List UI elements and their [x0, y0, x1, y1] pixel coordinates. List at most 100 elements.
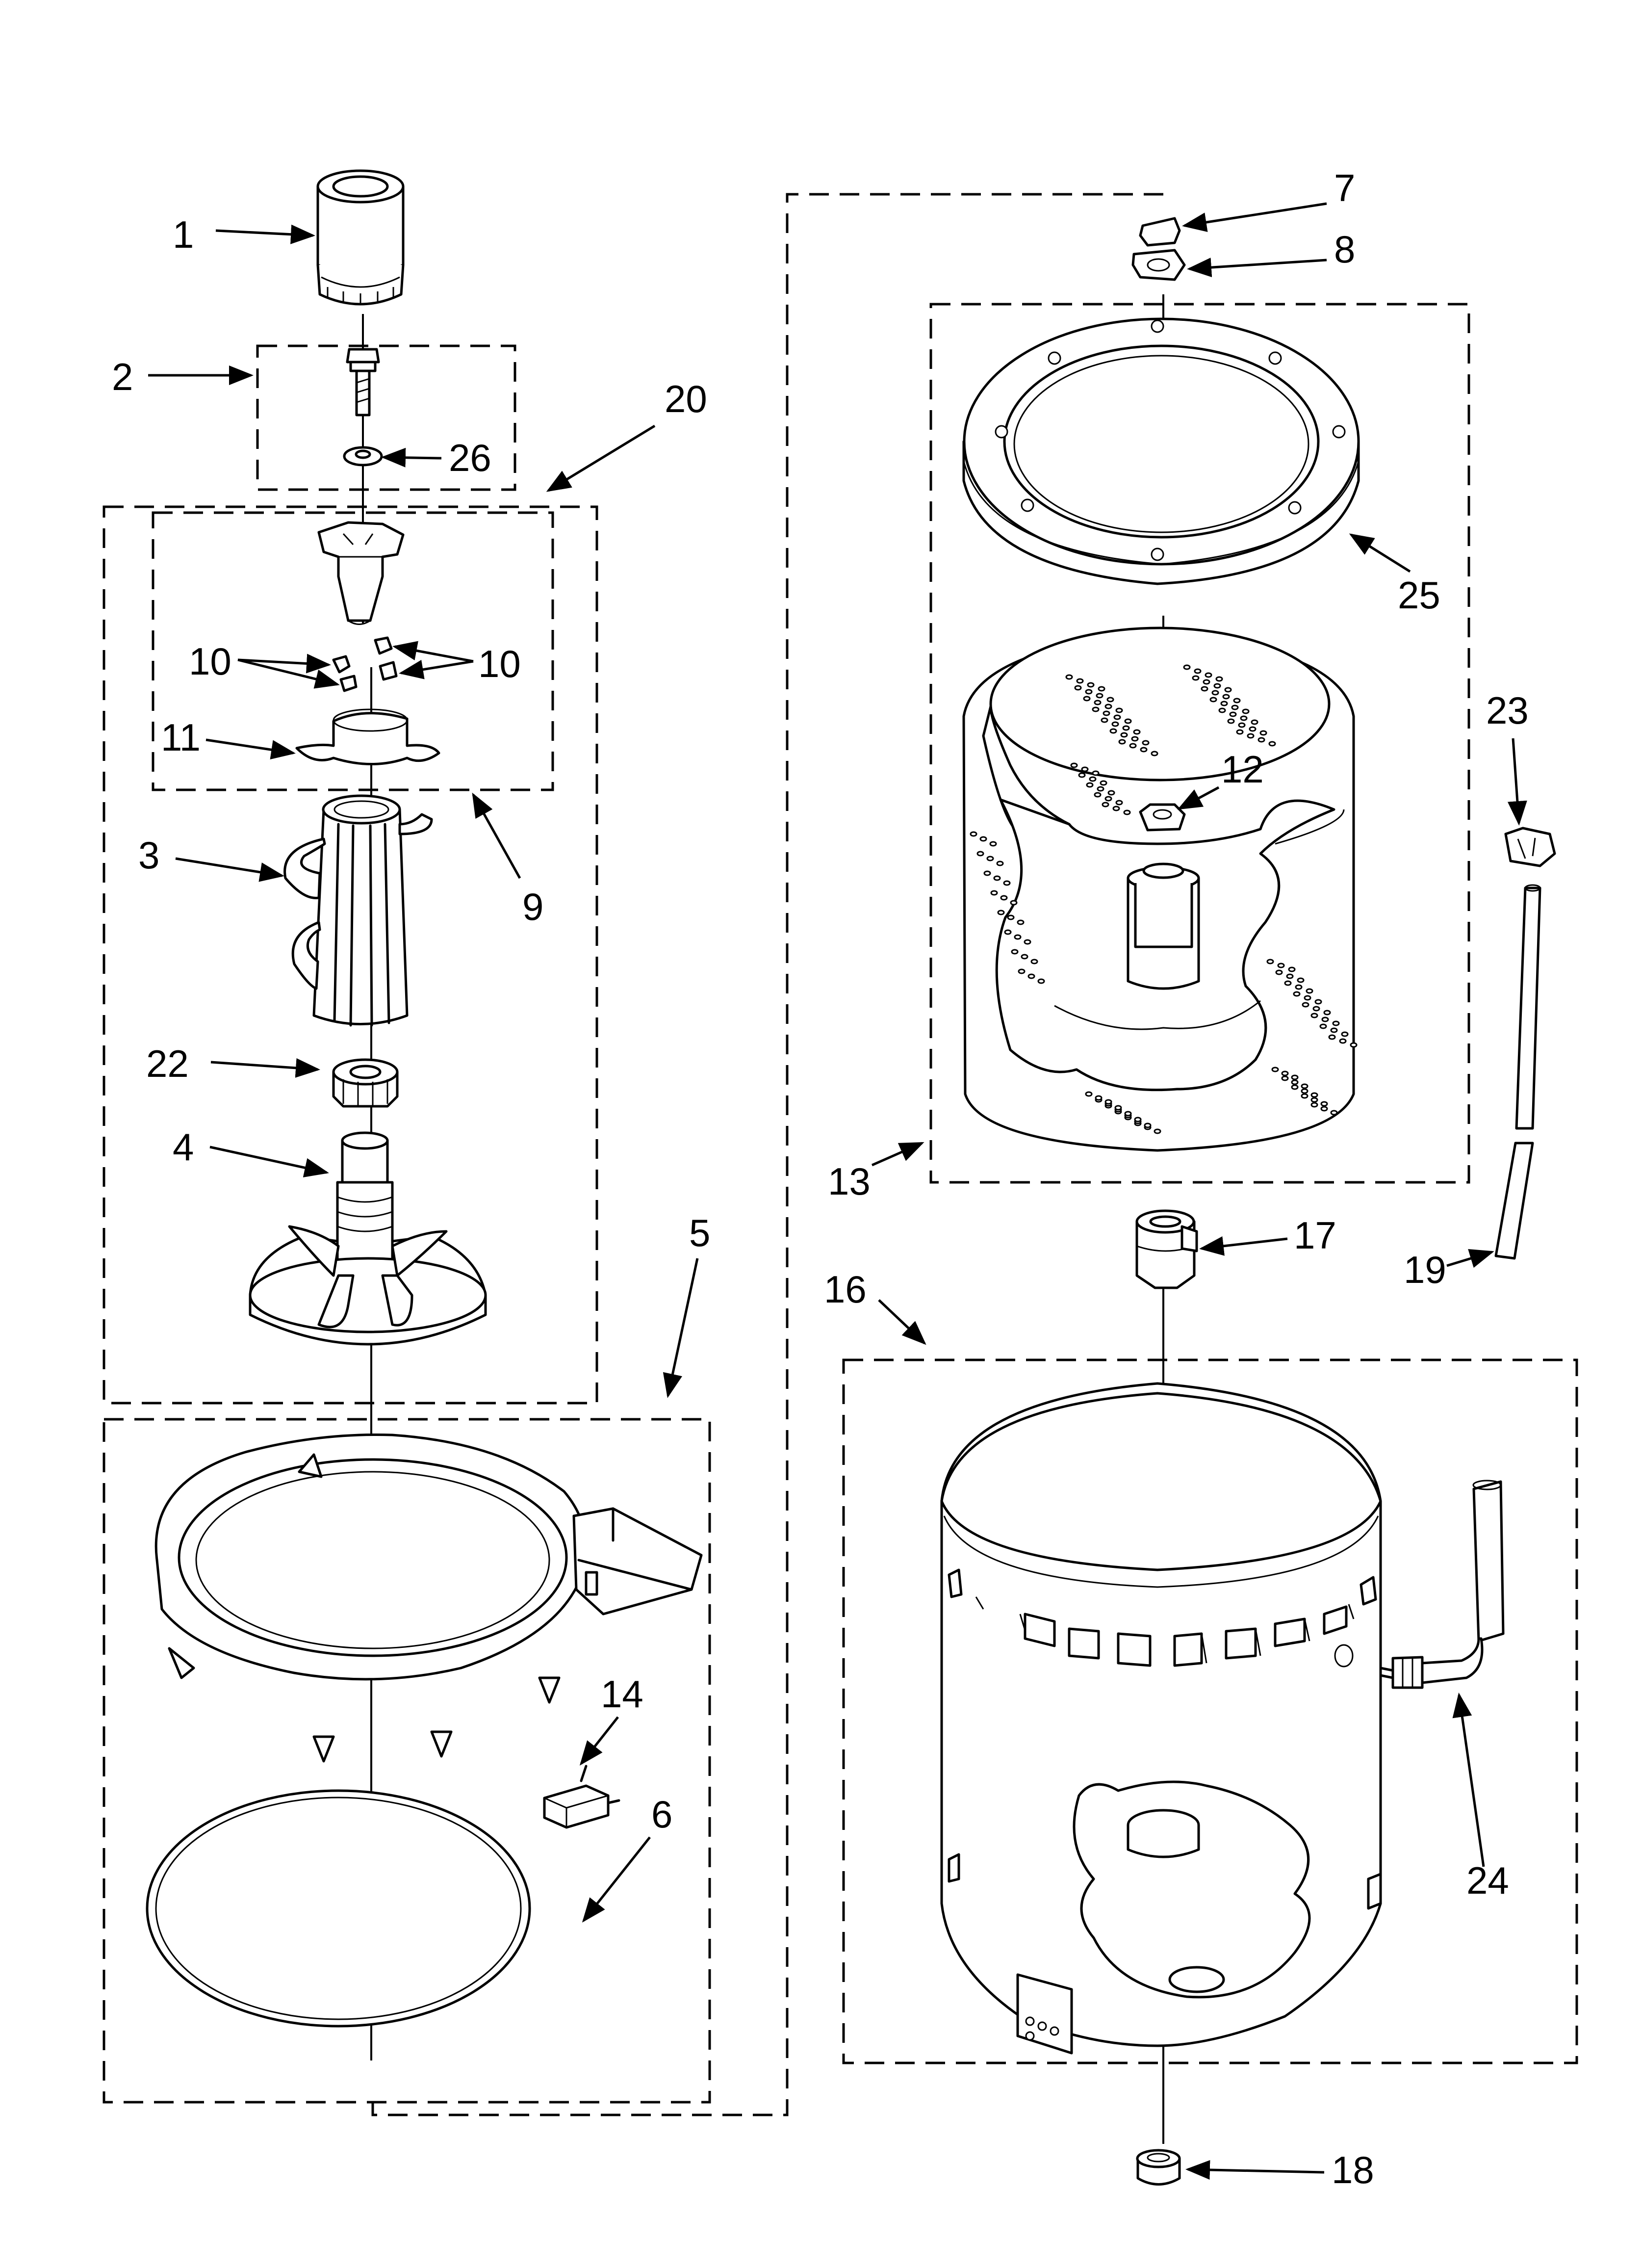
perforation-hole: [1134, 1117, 1142, 1122]
perforation-hole: [1115, 707, 1123, 713]
perforation-hole: [1140, 747, 1148, 753]
perforation-hole: [1101, 717, 1108, 723]
callout-label: 10: [478, 642, 521, 685]
perforation-hole: [1330, 1110, 1338, 1116]
perforation-hole: [1124, 718, 1132, 724]
part-26-washer: [343, 446, 383, 467]
part-5-tub-ring: [154, 1433, 703, 1763]
perforation-hole: [1320, 1106, 1328, 1112]
perforation-hole: [1018, 968, 1026, 974]
perforation-hole: [1085, 1091, 1093, 1097]
perforation-hole: [1350, 1042, 1358, 1048]
callout-label: 9: [522, 885, 543, 928]
perforation-hole: [1203, 679, 1210, 685]
perforation-hole: [990, 890, 998, 896]
perforation-hole: [1312, 1006, 1320, 1012]
perforation-hole: [1007, 914, 1015, 920]
callout-label: 8: [1334, 228, 1355, 271]
perforation-hole: [1297, 977, 1305, 983]
perforation-hole: [1236, 729, 1244, 735]
perforation-hole: [1183, 664, 1191, 670]
perforation-hole: [1301, 1083, 1308, 1089]
perforation-hole: [1129, 743, 1137, 749]
group-box-9: [152, 511, 554, 791]
callout-label: 2: [112, 355, 133, 398]
perforation-hole: [979, 836, 987, 842]
perforation-hole: [1218, 707, 1226, 713]
perforation-hole: [1201, 686, 1208, 692]
perforation-hole: [1323, 1010, 1331, 1016]
callout-label: 10: [189, 640, 231, 683]
perforation-hole: [1266, 959, 1274, 965]
callout-label: 1: [173, 213, 194, 256]
perforation-hole: [1257, 737, 1265, 743]
part-10-agitator-dog: [332, 636, 398, 692]
perforation-hole: [1014, 934, 1022, 940]
callout-label: 19: [1404, 1248, 1446, 1291]
perforation-hole: [1115, 800, 1123, 806]
perforation-hole: [1107, 790, 1115, 796]
group-box-13: [929, 303, 1470, 1184]
callout-label: 13: [828, 1160, 871, 1203]
perforation-hole: [1242, 708, 1250, 714]
callout-label: 17: [1294, 1214, 1336, 1257]
perforation-hole: [1154, 1128, 1161, 1134]
perforation-hole: [1301, 1093, 1308, 1099]
perforation-hole: [1004, 929, 1012, 935]
perforation-hole: [1268, 741, 1276, 747]
part-6-ring: [146, 1789, 531, 2028]
perforation-hole: [1124, 1111, 1132, 1117]
perforation-hole: [1224, 687, 1232, 693]
perforation-hole: [1275, 969, 1283, 975]
perforation-hole: [1085, 689, 1093, 695]
callout-label: 3: [138, 834, 159, 877]
perforation-hole: [1087, 682, 1095, 688]
perforation-hole: [1037, 978, 1045, 984]
perforation-hole: [1118, 739, 1126, 745]
perforation-hole: [1319, 1023, 1327, 1029]
perforation-hole: [1065, 674, 1073, 680]
part-22-bearing: [332, 1058, 399, 1108]
part-19-hose: [1494, 884, 1541, 1260]
perforation-hole: [976, 851, 984, 857]
perforation-hole: [1341, 1031, 1349, 1037]
perforation-hole: [1281, 1075, 1289, 1081]
part-8-nut: [1131, 249, 1186, 281]
perforation-hole: [1286, 973, 1294, 979]
perforation-hole: [1000, 895, 1008, 901]
perforation-hole: [1310, 1097, 1318, 1103]
perforation-hole: [1192, 675, 1200, 681]
perforation-hole: [1247, 733, 1255, 739]
perforation-hole: [1092, 770, 1100, 776]
perforation-hole: [1104, 1099, 1112, 1105]
perforation-hole: [1104, 796, 1112, 802]
perforation-hole: [1293, 991, 1301, 997]
callout-label: 25: [1398, 574, 1440, 617]
callout-label: 12: [1221, 748, 1264, 791]
perforation-hole: [1122, 725, 1130, 731]
callout-label: 26: [449, 436, 491, 479]
perforation-hole: [983, 870, 991, 876]
perforation-hole: [1222, 694, 1230, 700]
perforation-hole: [1123, 809, 1131, 815]
perforation-hole: [1215, 676, 1223, 682]
perforation-hole: [1330, 1027, 1338, 1033]
perforation-hole: [1227, 718, 1235, 724]
perforation-hole: [1249, 726, 1257, 732]
perforation-hole: [1288, 966, 1296, 972]
perforation-hole: [1120, 732, 1128, 738]
perforation-hole: [1094, 700, 1102, 705]
perforation-hole: [1320, 1101, 1328, 1107]
perforation-hole: [1098, 686, 1105, 692]
perforation-hole: [1076, 678, 1084, 684]
perforation-hole: [1017, 919, 1025, 925]
perforation-hole: [1024, 939, 1031, 945]
perforation-hole: [1114, 1105, 1122, 1111]
perforation-hole: [1106, 697, 1114, 703]
callout-label: 23: [1486, 689, 1529, 732]
perforation-hole: [1310, 1102, 1318, 1108]
perforation-hole: [1131, 736, 1139, 742]
perforation-hole: [1321, 1017, 1329, 1022]
perforation-hole: [1271, 1067, 1279, 1072]
perforation-hole: [1229, 711, 1237, 717]
